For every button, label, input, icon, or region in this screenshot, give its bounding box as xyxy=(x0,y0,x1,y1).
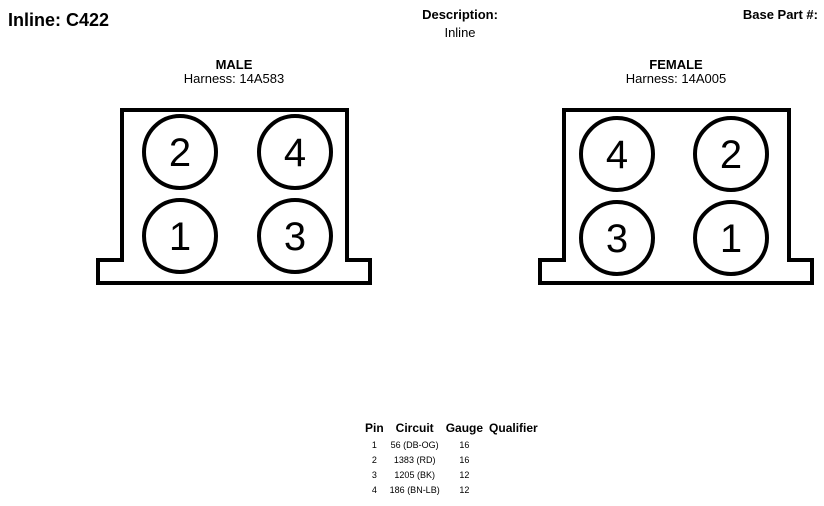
female-pin-cavity: 1 xyxy=(693,200,769,276)
circuit-cell: 1383 (RD) xyxy=(393,455,436,465)
description-value: Inline xyxy=(444,25,476,40)
female-pin-cavity: 4 xyxy=(579,116,655,192)
male-harness: Harness: 14A583 xyxy=(183,71,285,86)
base-part-label: Base Part #: xyxy=(742,7,818,22)
table-row: 1 56 (DB-OG) 16 xyxy=(362,438,541,453)
pin-number: 2 xyxy=(720,133,742,177)
pin-cell: 3 xyxy=(371,470,377,480)
qualifier-column-header: Qualifier xyxy=(489,421,538,435)
pin-cell: 1 xyxy=(371,440,377,450)
gauge-cell: 16 xyxy=(459,440,470,450)
pin-number: 2 xyxy=(169,131,191,175)
qualifier-cell xyxy=(486,468,541,483)
female-harness: Harness: 14A005 xyxy=(625,71,727,86)
pin-number: 3 xyxy=(284,215,306,259)
table-row: 2 1383 (RD) 16 xyxy=(362,453,541,468)
male-pin-cavity: 3 xyxy=(257,198,333,274)
qualifier-cell xyxy=(486,453,541,468)
table-row: 3 1205 (BK) 12 xyxy=(362,468,541,483)
female-pin-cavity: 2 xyxy=(693,116,769,192)
gauge-column-header: Gauge xyxy=(445,421,484,435)
female-connector-outline xyxy=(538,108,814,285)
pin-number: 1 xyxy=(169,215,191,259)
gauge-cell: 16 xyxy=(459,455,470,465)
pin-number: 1 xyxy=(720,217,742,261)
description-label: Description: xyxy=(422,7,498,22)
circuit-cell: 1205 (BK) xyxy=(394,470,435,480)
pin-number: 4 xyxy=(606,133,628,177)
gauge-cell: 12 xyxy=(459,470,470,480)
male-pin-cavity: 1 xyxy=(142,198,218,274)
male-pin-cavity: 4 xyxy=(257,114,333,190)
male-pin-cavity: 2 xyxy=(142,114,218,190)
circuit-cell: 186 (BN-LB) xyxy=(389,485,440,495)
pin-table: Pin Circuit Gauge Qualifier 1 56 (DB-OG)… xyxy=(362,421,541,498)
qualifier-cell xyxy=(486,483,541,498)
pin-table-header-row: Pin Circuit Gauge Qualifier xyxy=(362,421,541,438)
pin-number: 3 xyxy=(606,217,628,261)
circuit-column-header: Circuit xyxy=(395,421,434,435)
male-label: MALE xyxy=(215,57,253,72)
pin-number: 4 xyxy=(284,131,306,175)
pin-cell: 4 xyxy=(371,485,377,495)
pin-column-header: Pin xyxy=(365,421,384,435)
gauge-cell: 12 xyxy=(459,485,470,495)
qualifier-cell xyxy=(486,438,541,453)
female-pin-cavity: 3 xyxy=(579,200,655,276)
circuit-cell: 56 (DB-OG) xyxy=(390,440,439,450)
table-row: 4 186 (BN-LB) 12 xyxy=(362,483,541,498)
female-label: FEMALE xyxy=(649,57,703,72)
connector-title: Inline: C422 xyxy=(8,10,110,30)
pin-cell: 2 xyxy=(371,455,377,465)
